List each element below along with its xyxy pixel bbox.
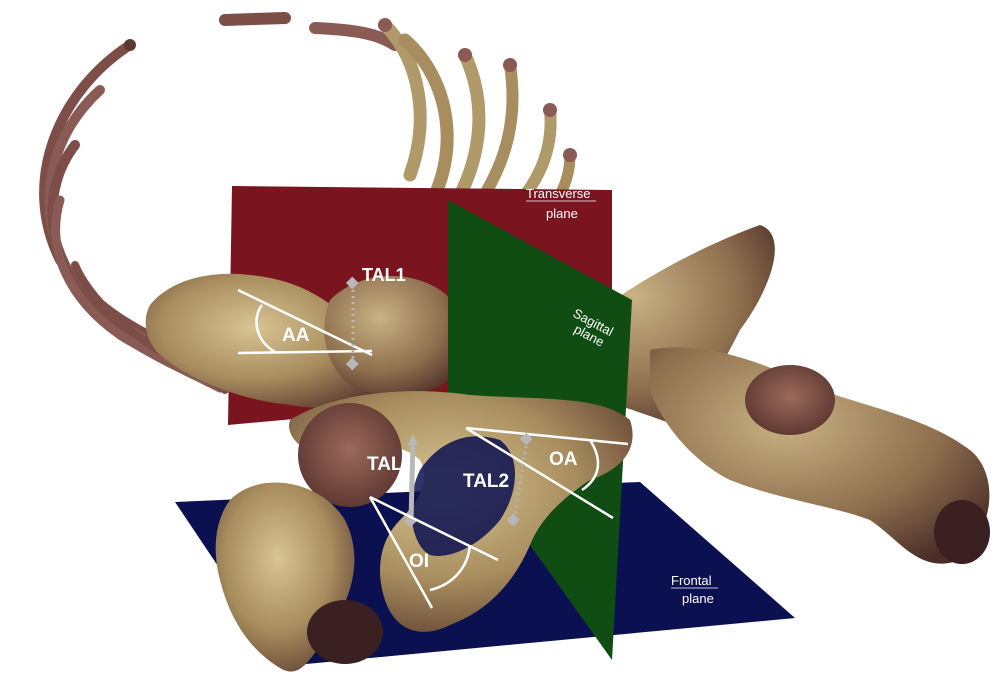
oi-label: OI — [409, 551, 429, 572]
sacrum — [324, 276, 464, 396]
left-femur-cut — [307, 600, 383, 664]
frontal-label-line1: Frontal — [671, 573, 712, 588]
tal1-label: TAL1 — [362, 265, 406, 285]
tal2-label: TAL2 — [463, 471, 509, 492]
transverse-label-line1: Transverse — [526, 186, 591, 201]
frontal-label-line2: plane — [682, 591, 714, 606]
oa-label: OA — [549, 449, 578, 470]
transverse-label-line2: plane — [546, 206, 578, 221]
right-femur-head — [745, 365, 835, 435]
aa-label: AA — [282, 325, 310, 346]
tal-label: TAL — [367, 454, 403, 475]
right-femur-cut — [934, 500, 990, 564]
